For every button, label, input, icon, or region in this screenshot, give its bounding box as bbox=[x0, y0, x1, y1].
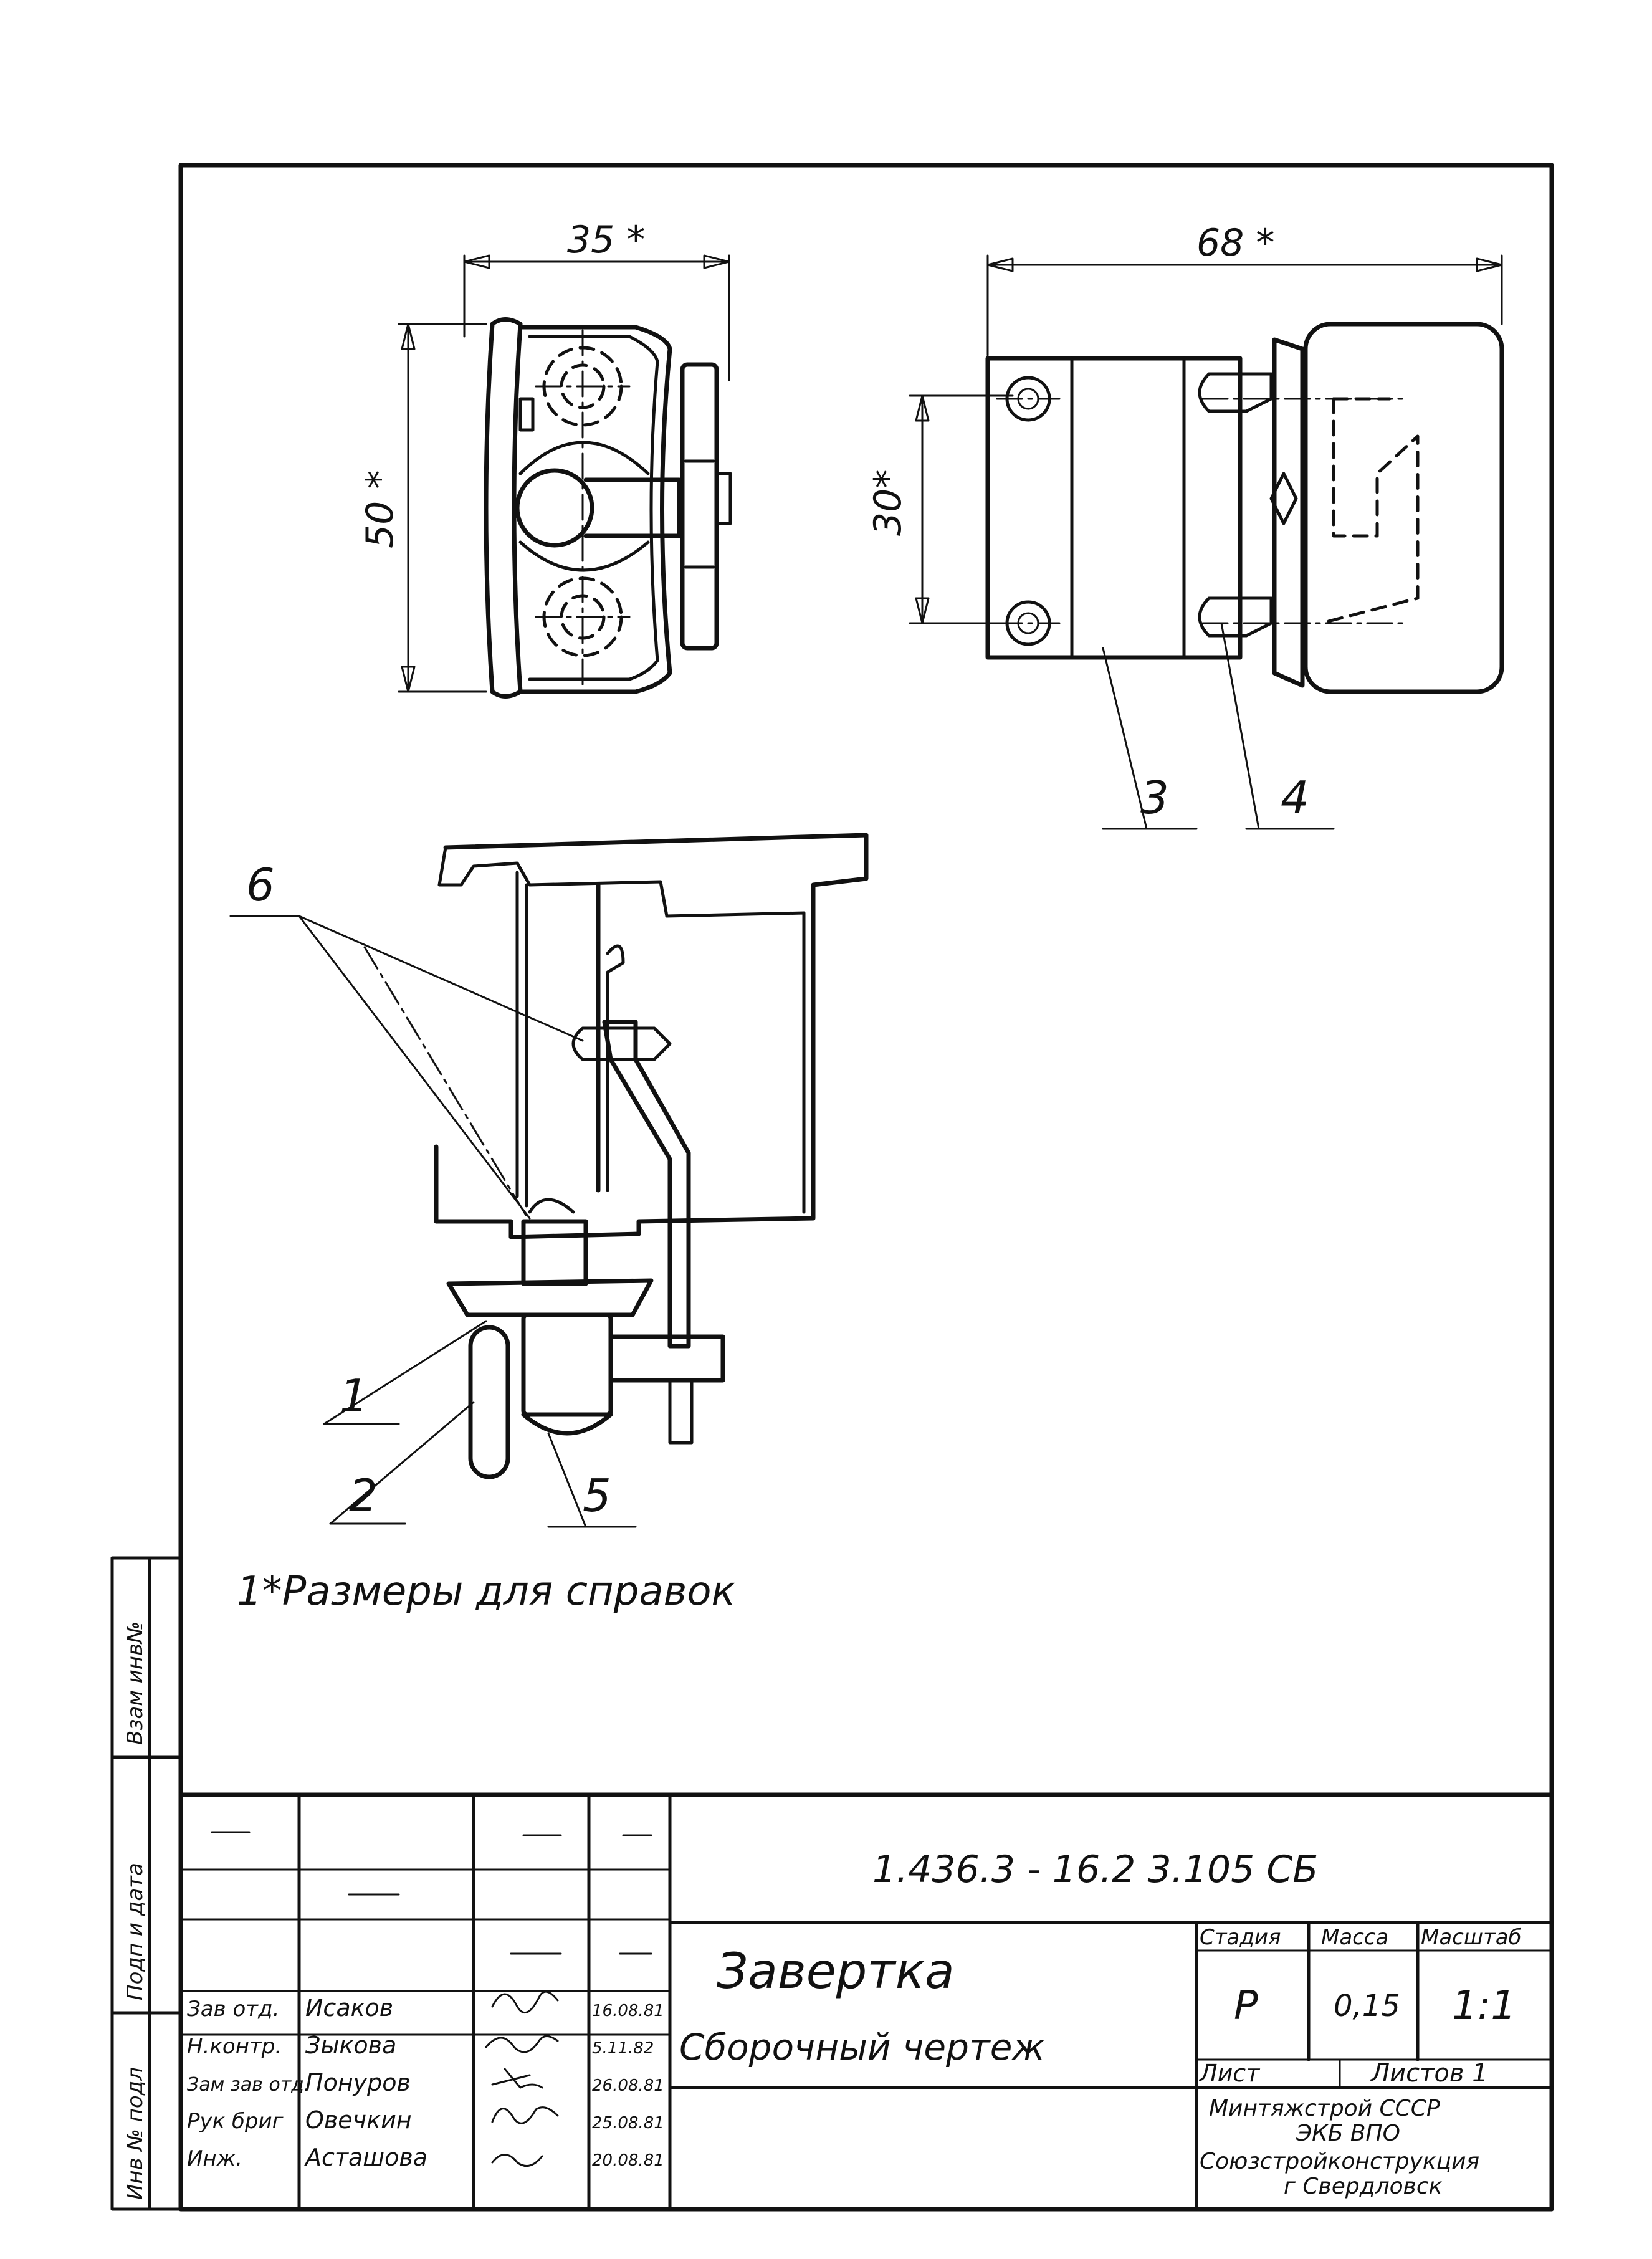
signature-3 bbox=[491, 2068, 543, 2089]
signature-4 bbox=[491, 2106, 559, 2124]
drawing-frame bbox=[178, 163, 1554, 2212]
signer-date-5: 20.08.81 bbox=[592, 2151, 664, 2170]
signer-role-3: Зам зав отд. bbox=[187, 2074, 310, 2096]
callout-3: 3 bbox=[1140, 771, 1169, 824]
signer-name-3: Понуров bbox=[305, 2069, 411, 2096]
callout-4: 4 bbox=[1281, 771, 1309, 824]
signature-5 bbox=[491, 2154, 543, 2167]
front-view: 35 * 50 * bbox=[358, 218, 732, 699]
signer-name-2: Зыкова bbox=[305, 2032, 396, 2059]
value-mass: 0,15 bbox=[1334, 1989, 1400, 2023]
header-mass: Масса bbox=[1321, 1925, 1388, 1950]
header-stage: Стадия bbox=[1200, 1925, 1281, 1950]
dim-front-height: 50 * bbox=[358, 470, 402, 548]
drawing-title: Завертка bbox=[717, 1944, 955, 2000]
sheet-label: Лист bbox=[1198, 2060, 1261, 2087]
sheets-label: Листов 1 bbox=[1370, 2059, 1488, 2088]
side-view: 68 * 30* bbox=[866, 221, 1504, 694]
header-scale: Масштаб bbox=[1421, 1925, 1522, 1950]
side-strip: Взам инв№ Подп и дата Инв № подл bbox=[110, 1556, 183, 2211]
callouts-section-view: 6 1 2 5 bbox=[229, 859, 637, 1528]
organization-line-2: ЭКБ ВПО bbox=[1296, 2121, 1400, 2146]
callout-5: 5 bbox=[583, 1469, 611, 1522]
callout-1: 1 bbox=[340, 1370, 368, 1422]
signer-name-1: Исаков bbox=[305, 1994, 393, 2022]
signature-2 bbox=[485, 2035, 559, 2053]
signer-date-3: 26.08.81 bbox=[592, 2076, 664, 2095]
dim-front-width: 35 * bbox=[567, 218, 645, 262]
signer-date-1: 16.08.81 bbox=[592, 2002, 664, 2020]
signer-role-2: Н.контр. bbox=[187, 2034, 282, 2059]
signature-1 bbox=[491, 1990, 559, 2014]
dim-side-width: 68 * bbox=[1196, 221, 1274, 265]
callouts-side-view: 3 4 bbox=[1102, 622, 1335, 830]
strip-label-replacement: Взам инв№ bbox=[123, 1621, 148, 1745]
callout-2: 2 bbox=[349, 1469, 378, 1522]
organization-line-3: Союзстройконструкция bbox=[1200, 2149, 1479, 2174]
strip-label-inventory: Инв № подл bbox=[123, 2067, 148, 2200]
signer-date-4: 25.08.81 bbox=[592, 2114, 664, 2132]
document-number: 1.436.3 - 16.2 3.105 СБ bbox=[872, 1848, 1318, 1891]
signer-role-5: Инж. bbox=[187, 2146, 242, 2171]
title-block: 1.436.3 - 16.2 3.105 СБ Завертка Сборочн… bbox=[178, 1792, 1554, 2211]
signer-role-4: Рук бриг bbox=[187, 2109, 284, 2134]
value-scale: 1:1 bbox=[1452, 1983, 1516, 2029]
dim-side-height: 30* bbox=[866, 470, 910, 536]
signer-name-5: Асташова bbox=[303, 2144, 427, 2171]
dimensions-note: 1*Размеры для справок bbox=[237, 1569, 735, 1615]
callout-6: 6 bbox=[246, 859, 275, 911]
organization-line-1: Минтяжстрой СССР bbox=[1209, 2096, 1440, 2121]
signer-date-2: 5.11.82 bbox=[592, 2039, 654, 2058]
organization-line-4: г Свердловск bbox=[1284, 2174, 1443, 2199]
drawing-subtitle: Сборочный чертеж bbox=[679, 2026, 1045, 2068]
signer-name-4: Овечкин bbox=[305, 2106, 412, 2134]
section-view bbox=[363, 833, 869, 1479]
signer-role-1: Зав отд. bbox=[187, 1997, 279, 2022]
strip-label-signature: Подп и дата bbox=[123, 1863, 148, 2000]
value-stage: Р bbox=[1234, 1983, 1258, 2029]
